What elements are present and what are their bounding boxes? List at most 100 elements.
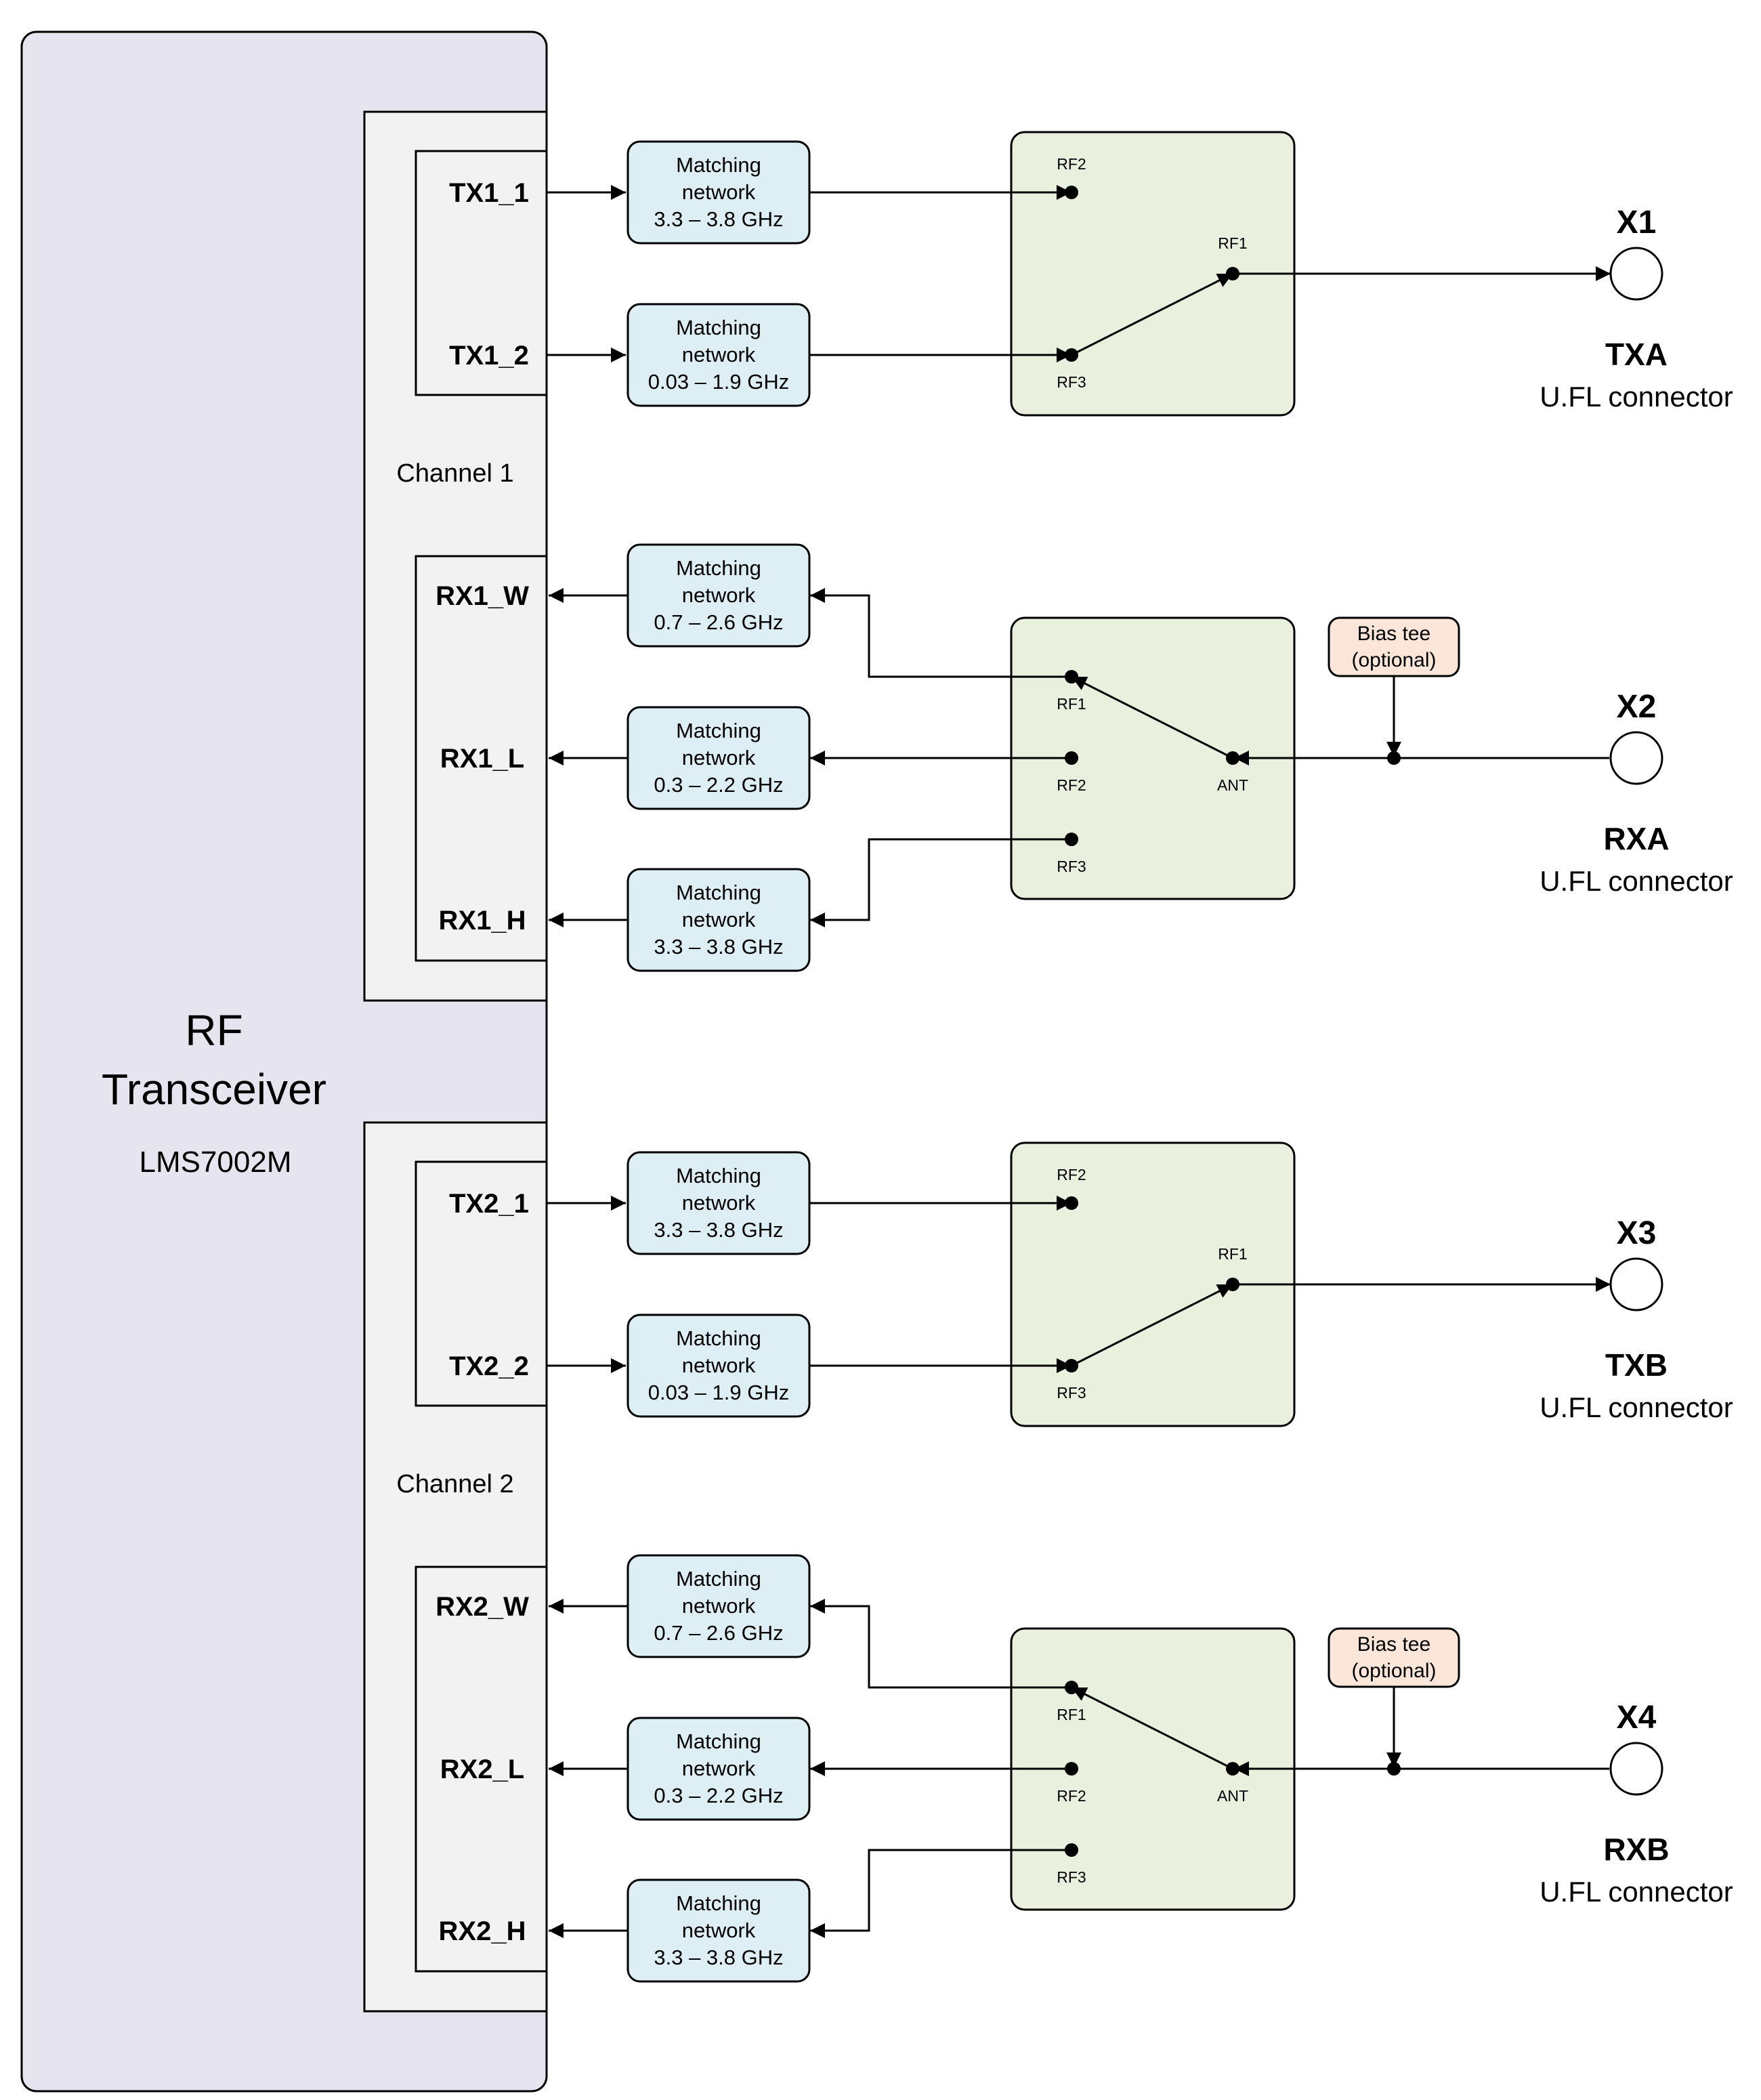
matching-network-line1: Matching	[676, 1891, 761, 1915]
connector-name: TXA	[1605, 337, 1668, 372]
tx-switch-rf3-label: RF3	[1057, 373, 1086, 391]
matching-network-box	[627, 706, 811, 810]
rx-port-block	[415, 1566, 548, 1973]
tx-port-label: TX2_2	[449, 1351, 529, 1381]
connector-type: U.FL connector	[1540, 1391, 1733, 1423]
matching-network-line2: network	[682, 1594, 756, 1618]
matching-network-frequency: 3.3 – 3.8 GHz	[654, 935, 783, 959]
matching-network-line2: network	[682, 1191, 756, 1215]
matching-network-line1: Matching	[676, 556, 761, 580]
connector-circle	[1609, 731, 1663, 785]
bias-tee: Bias tee (optional)	[1328, 1627, 1460, 1767]
matching-network-frequency: 0.03 – 1.9 GHz	[648, 370, 790, 394]
connector-type: U.FL connector	[1540, 1876, 1733, 1908]
tx-switch-throw-line	[1071, 272, 1233, 356]
matching-network-box	[627, 303, 811, 407]
matching-network-frequency: 0.3 – 2.2 GHz	[654, 773, 783, 797]
tx-switch-throw-line	[1071, 1283, 1233, 1367]
connector-circle	[1609, 1742, 1663, 1796]
rx-switch-rf3-to-matching-line	[810, 838, 1072, 927]
matching-network-line1: Matching	[676, 153, 761, 177]
connector-type: U.FL connector	[1540, 865, 1733, 897]
matching-network-box	[627, 1717, 811, 1821]
connector-name: TXB	[1605, 1347, 1668, 1383]
transceiver-title-line1: RF	[185, 1006, 242, 1055]
matching-network-box	[627, 1554, 811, 1658]
matching-network-frequency: 0.7 – 2.6 GHz	[654, 610, 783, 634]
connector-circle	[1609, 247, 1663, 301]
matching-network-line1: Matching	[676, 1164, 761, 1188]
matching-network-line2: network	[682, 1757, 756, 1780]
matching-network-line1: Matching	[676, 1567, 761, 1591]
rx-switch-rf3-label: RF3	[1057, 858, 1086, 875]
matching-network-line1: Matching	[676, 719, 761, 742]
bias-tee: Bias tee (optional)	[1328, 616, 1460, 757]
rx-matching-network: Matching network 0.3 – 2.2 GHz	[627, 1717, 811, 1821]
matching-network-line2: network	[682, 180, 756, 204]
rx-switch-ant-label: ANT	[1217, 776, 1248, 794]
bias-tee-optional-label: (optional)	[1351, 1660, 1436, 1682]
rx-switch-rf1-label: RF1	[1057, 695, 1086, 713]
tx-switch-rf1-label: RF1	[1218, 1245, 1247, 1263]
connector-circle	[1609, 1257, 1663, 1311]
matching-network-line1: Matching	[676, 1729, 761, 1753]
channel-label: Channel 1	[396, 459, 513, 488]
matching-network-line2: network	[682, 343, 756, 366]
rx-port-label: RX1_H	[439, 906, 526, 936]
matching-network-box	[627, 1878, 811, 1983]
connector-name: RXB	[1603, 1832, 1669, 1867]
rx-switch-rf1-to-matching-line	[810, 588, 1072, 678]
tx-switch-rf1-label: RF1	[1218, 234, 1247, 252]
channel-label: Channel 2	[396, 1470, 513, 1498]
matching-network-line2: network	[682, 1353, 756, 1377]
tx-port-label: TX1_1	[449, 178, 529, 208]
rx-switch-rf1-label: RF1	[1057, 1706, 1086, 1723]
rx-matching-network: Matching network 0.7 – 2.6 GHz	[627, 1554, 811, 1658]
bias-tee-label: Bias tee	[1357, 1633, 1430, 1656]
matching-network-frequency: 0.3 – 2.2 GHz	[654, 1784, 783, 1807]
matching-network-frequency: 0.03 – 1.9 GHz	[648, 1381, 790, 1404]
rx-switch-ant-label: ANT	[1217, 1787, 1248, 1805]
bias-tee-optional-label: (optional)	[1351, 649, 1436, 671]
bias-tee-label: Bias tee	[1357, 623, 1430, 645]
rx-port-label: RX2_H	[439, 1916, 526, 1946]
matching-network-frequency: 0.7 – 2.6 GHz	[654, 1621, 783, 1645]
tx-port-label: TX2_1	[449, 1189, 529, 1219]
rx-switch-rf1-to-matching-line	[810, 1599, 1072, 1689]
rx-switch-rf2-label: RF2	[1057, 1787, 1086, 1805]
matching-network-line2: network	[682, 746, 756, 770]
rx-matching-network: Matching network 3.3 – 3.8 GHz	[627, 1878, 811, 1983]
matching-network-box	[627, 868, 811, 972]
transceiver-title-line2: Transceiver	[102, 1065, 326, 1114]
tx-switch-rf2-label: RF2	[1057, 1166, 1086, 1183]
tx-switch-rf2-label: RF2	[1057, 155, 1086, 173]
rx-switch-throw-line	[1071, 675, 1233, 759]
matching-network-line2: network	[682, 908, 756, 931]
matching-network-line1: Matching	[676, 881, 761, 904]
matching-network-box	[627, 543, 811, 648]
matching-network-box	[627, 1151, 811, 1255]
connector-id: X1	[1617, 205, 1657, 240]
tx-switch-rf2-node	[1065, 186, 1078, 199]
matching-network-box	[627, 1314, 811, 1418]
connector-id: X2	[1617, 689, 1657, 725]
connector-id: X3	[1617, 1215, 1657, 1251]
matching-network-line2: network	[682, 1918, 756, 1942]
rx-switch-rf2-label: RF2	[1057, 776, 1086, 794]
matching-network-frequency: 3.3 – 3.8 GHz	[654, 1946, 783, 1969]
rx-switch-rf3-to-matching-line	[810, 1849, 1072, 1938]
tx-switch-rf2-node	[1065, 1196, 1078, 1210]
rx-port-label: RX2_W	[436, 1592, 529, 1622]
matching-network-line2: network	[682, 583, 756, 607]
